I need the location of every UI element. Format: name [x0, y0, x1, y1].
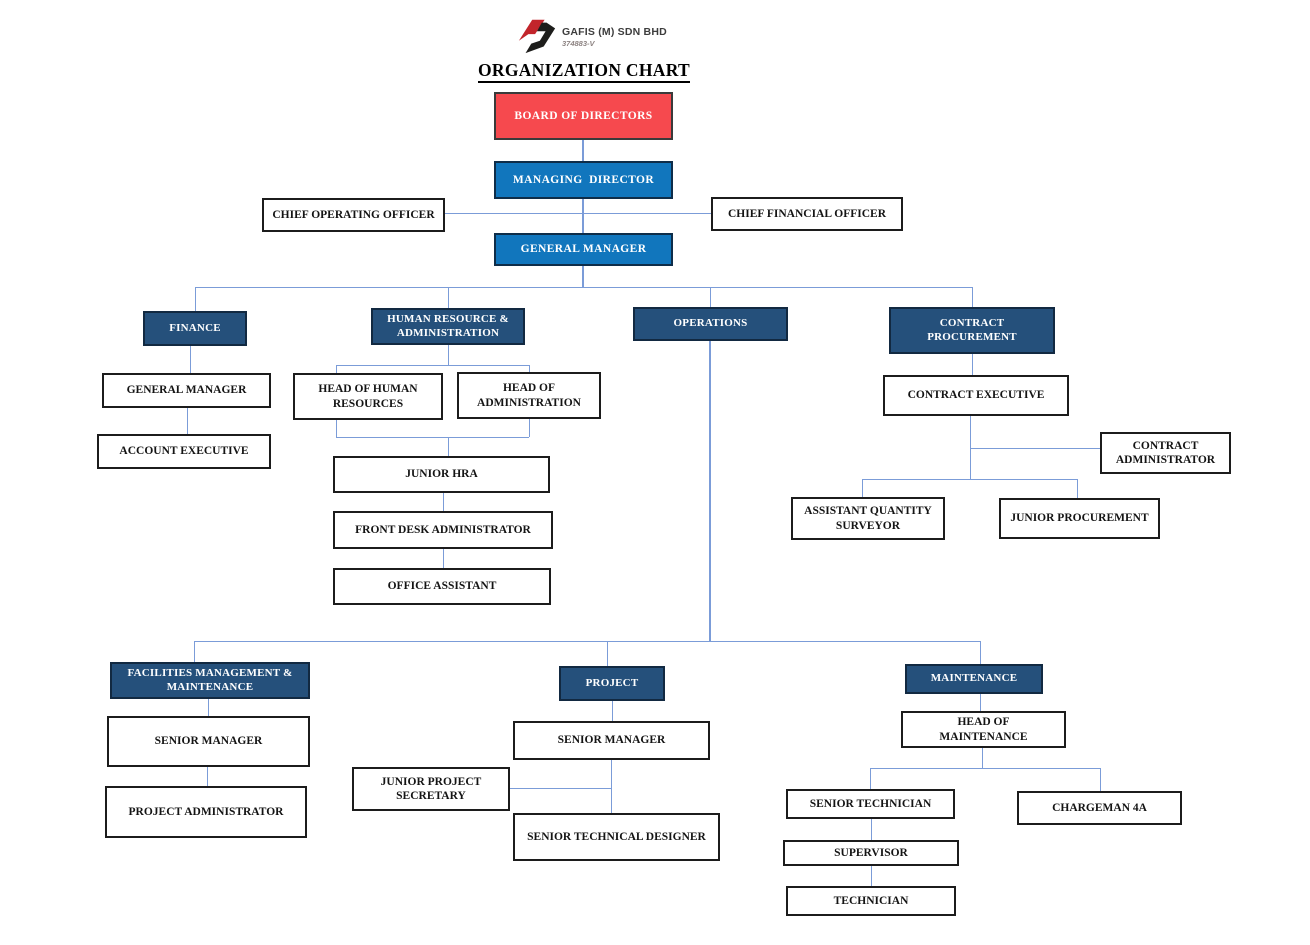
connector: [336, 365, 337, 374]
company-registration-number: 374883-V: [562, 39, 595, 48]
node-technician: TECHNICIAN: [786, 886, 956, 916]
connector: [448, 287, 449, 308]
connector: [870, 768, 1100, 769]
connector: [443, 549, 444, 568]
connector: [510, 788, 611, 789]
connector: [709, 341, 711, 641]
connector: [871, 866, 872, 886]
node-human-resource-administration: HUMAN RESOURCE & ADMINISTRATION: [371, 308, 525, 345]
node-senior-technical-designer: SENIOR TECHNICAL DESIGNER: [513, 813, 720, 861]
node-junior-project-secretary: JUNIOR PROJECT SECRETARY: [352, 767, 510, 811]
connector: [972, 287, 973, 307]
connector: [336, 437, 529, 438]
connector: [336, 420, 337, 437]
node-senior-technician: SENIOR TECHNICIAN: [786, 789, 955, 819]
node-facilities-senior-manager: SENIOR MANAGER: [107, 716, 310, 767]
connector: [194, 641, 981, 642]
node-head-of-administration: HEAD OF ADMINISTRATION: [457, 372, 601, 419]
node-front-desk-administrator: FRONT DESK ADMINISTRATOR: [333, 511, 553, 549]
connector: [195, 287, 196, 311]
connector: [970, 416, 971, 479]
connector: [195, 287, 973, 288]
connector: [207, 767, 208, 786]
connector: [582, 266, 584, 287]
node-supervisor: SUPERVISOR: [783, 840, 959, 866]
connector: [972, 354, 973, 375]
node-chief-financial-officer: CHIEF FINANCIAL OFFICER: [711, 197, 903, 231]
connector: [190, 346, 191, 373]
connector: [208, 699, 209, 716]
chart-title: ORGANIZATION CHART: [438, 60, 730, 83]
node-head-of-maintenance: HEAD OF MAINTENANCE: [901, 711, 1066, 748]
connector: [612, 701, 613, 721]
node-general-manager: GENERAL MANAGER: [494, 233, 673, 266]
node-board-of-directors: BOARD OF DIRECTORS: [494, 92, 673, 140]
node-finance-general-manager: GENERAL MANAGER: [102, 373, 271, 408]
gafis-logo-icon: [514, 15, 560, 62]
node-office-assistant: OFFICE ASSISTANT: [333, 568, 551, 605]
node-contract-executive: CONTRACT EXECUTIVE: [883, 375, 1069, 416]
connector: [529, 365, 530, 373]
connector: [871, 819, 872, 840]
node-junior-hra: JUNIOR HRA: [333, 456, 550, 493]
node-assistant-quantity-surveyor: ASSISTANT QUANTITY SURVEYOR: [791, 497, 945, 540]
connector: [529, 419, 530, 437]
connector: [607, 641, 608, 666]
node-head-of-human-resources: HEAD OF HUMAN RESOURCES: [293, 373, 443, 420]
node-maintenance: MAINTENANCE: [905, 664, 1043, 694]
node-finance: FINANCE: [143, 311, 247, 346]
node-project-senior-manager: SENIOR MANAGER: [513, 721, 710, 760]
connector: [443, 493, 444, 511]
company-name: GAFIS (M) SDN BHD: [562, 26, 667, 38]
connector: [582, 140, 584, 161]
connector: [980, 641, 981, 664]
connector: [448, 345, 449, 365]
connector: [445, 213, 711, 214]
connector: [862, 479, 863, 497]
node-facilities-management-maintenance: FACILITIES MANAGEMENT & MAINTENANCE: [110, 662, 310, 699]
connector: [710, 287, 711, 307]
connector: [862, 479, 1077, 480]
node-project: PROJECT: [559, 666, 665, 701]
node-operations: OPERATIONS: [633, 307, 788, 341]
connector: [187, 408, 188, 434]
node-junior-procurement: JUNIOR PROCUREMENT: [999, 498, 1160, 539]
connector: [980, 694, 981, 711]
node-contract-administrator: CONTRACT ADMINISTRATOR: [1100, 432, 1231, 474]
chart-title-text: ORGANIZATION CHART: [477, 60, 691, 83]
connector: [194, 641, 195, 662]
logo-text-block: GAFIS (M) SDN BHD 374883-V: [562, 26, 667, 48]
connector: [336, 365, 529, 366]
connector: [1077, 479, 1078, 498]
connector: [448, 437, 449, 456]
node-contract-procurement: CONTRACT PROCUREMENT: [889, 307, 1055, 354]
node-chief-operating-officer: CHIEF OPERATING OFFICER: [262, 198, 445, 232]
connector: [970, 448, 1100, 449]
connector: [611, 760, 612, 813]
connector: [870, 768, 871, 789]
connector: [582, 199, 584, 233]
node-chargeman-4a: CHARGEMAN 4A: [1017, 791, 1182, 825]
node-project-administrator: PROJECT ADMINISTRATOR: [105, 786, 307, 838]
node-account-executive: ACCOUNT EXECUTIVE: [97, 434, 271, 469]
node-managing-director: MANAGING DIRECTOR: [494, 161, 673, 199]
connector: [1100, 768, 1101, 791]
connector: [982, 748, 983, 768]
